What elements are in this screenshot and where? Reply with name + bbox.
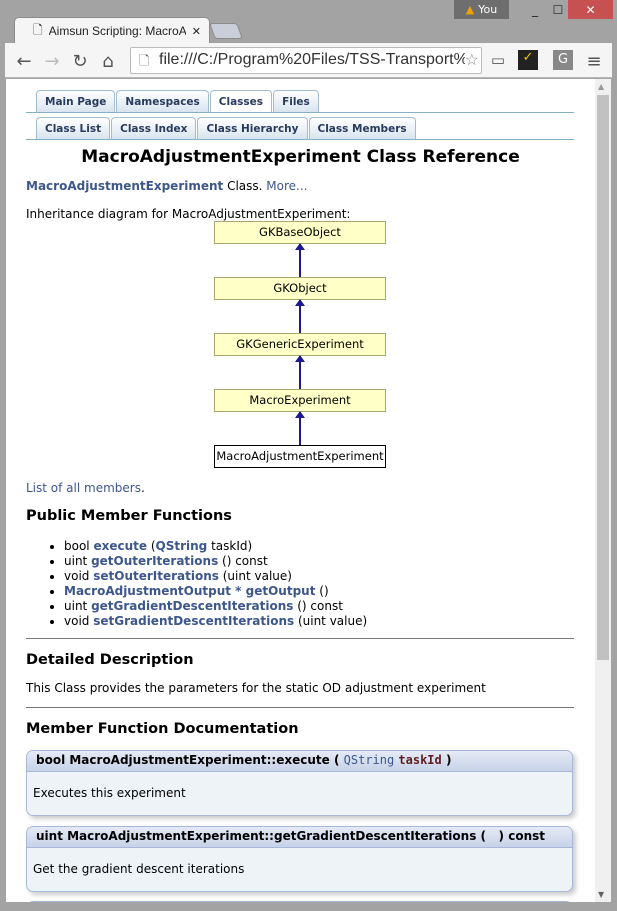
home-icon[interactable]: ⌂ bbox=[102, 51, 114, 72]
tab-files[interactable]: Files bbox=[273, 90, 319, 112]
tab-namespaces[interactable]: Namespaces bbox=[116, 90, 209, 112]
nav-tabs-classes: Class List Class Index Class Hierarchy C… bbox=[26, 117, 574, 140]
inheritance-arrow bbox=[295, 299, 305, 333]
inheritance-node[interactable]: MacroExperiment bbox=[214, 389, 386, 412]
page-icon: 🗋 bbox=[33, 22, 43, 37]
browser-tab[interactable]: 🗋Aimsun Scripting: MacroA✕ bbox=[14, 17, 210, 44]
member-doc bbox=[26, 901, 573, 902]
member-description: Get the gradient descent iterations bbox=[33, 862, 245, 876]
section-heading: Member Function Documentation bbox=[26, 721, 299, 737]
page-icon: 🗋 bbox=[139, 53, 150, 68]
browser-toolbar: ← → ↻ ⌂ 🗋file:///C:/Program%20Files/TSS-… bbox=[5, 43, 612, 78]
divider bbox=[26, 707, 574, 708]
new-tab-button[interactable] bbox=[209, 23, 243, 39]
page-title: MacroAdjustmentExperiment Class Referenc… bbox=[81, 147, 520, 167]
tab-classes[interactable]: Classes bbox=[209, 90, 273, 112]
type-link[interactable]: QString bbox=[155, 539, 208, 553]
list-members-link[interactable]: List of all members bbox=[26, 481, 141, 495]
scroll-up-icon[interactable]: ▲ bbox=[598, 82, 605, 91]
inheritance-node[interactable]: GKBaseObject bbox=[214, 221, 386, 244]
nav-tabs-main: Main Page Namespaces Classes Files bbox=[26, 90, 574, 113]
tab-class-list[interactable]: Class List bbox=[36, 117, 111, 139]
function-link[interactable]: getGradientDescentIterations bbox=[91, 599, 294, 613]
profile-button[interactable]: ▲You bbox=[454, 0, 509, 19]
divider bbox=[26, 638, 574, 639]
tab-class-hierarchy[interactable]: Class Hierarchy bbox=[197, 117, 308, 139]
member-description: Executes this experiment bbox=[33, 786, 186, 800]
scroll-down-icon[interactable]: ▼ bbox=[598, 890, 605, 899]
detailed-description: This Class provides the parameters for t… bbox=[26, 681, 486, 695]
close-window-button[interactable]: ✕ bbox=[568, 0, 613, 19]
cast-icon[interactable]: ▭ bbox=[490, 51, 506, 69]
list-item: uint getGradientDescentIterations () con… bbox=[64, 599, 367, 614]
inheritance-arrow bbox=[295, 411, 305, 445]
minimize-button[interactable]: _ bbox=[532, 2, 538, 17]
address-bar[interactable]: 🗋file:///C:/Program%20Files/TSS-Transpor… bbox=[130, 47, 482, 74]
extension-g-icon[interactable]: G bbox=[553, 50, 573, 70]
tab-close-icon[interactable]: ✕ bbox=[191, 25, 201, 38]
list-item: MacroAdjustmentOutput * getOutput () bbox=[64, 584, 367, 599]
section-heading: Detailed Description bbox=[26, 652, 194, 668]
star-icon[interactable]: ☆ bbox=[464, 50, 479, 70]
reload-icon[interactable]: ↻ bbox=[72, 51, 88, 72]
function-link[interactable]: MacroAdjustmentOutput * getOutput bbox=[64, 584, 316, 598]
list-item: bool execute (QString taskId) bbox=[64, 539, 367, 554]
brief-description: MacroAdjustmentExperiment Class. More... bbox=[26, 179, 308, 193]
scrollbar-thumb[interactable] bbox=[597, 95, 609, 660]
warning-icon: ▲ bbox=[465, 3, 475, 16]
member-list: bool execute (QString taskId) uint getOu… bbox=[50, 539, 367, 629]
tab-class-members[interactable]: Class Members bbox=[308, 117, 416, 139]
inheritance-node[interactable]: GKGenericExperiment bbox=[214, 333, 386, 356]
list-item: void setGradientDescentIterations (uint … bbox=[64, 614, 367, 629]
inheritance-label: Inheritance diagram for MacroAdjustmentE… bbox=[26, 207, 351, 221]
function-link[interactable]: setOuterIterations bbox=[93, 569, 219, 583]
member-doc: uint MacroAdjustmentExperiment::getGradi… bbox=[26, 826, 573, 892]
list-item: void setOuterIterations (uint value) bbox=[64, 569, 367, 584]
tab-class-index[interactable]: Class Index bbox=[111, 117, 197, 139]
back-icon[interactable]: ← bbox=[16, 51, 32, 72]
list-item: uint getOuterIterations () const bbox=[64, 554, 367, 569]
tab-main-page[interactable]: Main Page bbox=[36, 90, 116, 112]
function-link[interactable]: execute bbox=[93, 539, 148, 553]
extension-icon[interactable]: ✓ bbox=[518, 50, 538, 70]
inheritance-arrow bbox=[295, 243, 305, 277]
function-link[interactable]: setGradientDescentIterations bbox=[93, 614, 295, 628]
list-members: List of all members. bbox=[26, 481, 145, 495]
function-link[interactable]: getOuterIterations bbox=[91, 554, 219, 568]
scrollbar[interactable]: ▲ ▼ bbox=[595, 79, 611, 902]
more-link[interactable]: More... bbox=[266, 179, 308, 193]
member-signature: bool MacroAdjustmentExperiment::execute … bbox=[27, 751, 572, 772]
section-heading: Public Member Functions bbox=[26, 508, 232, 524]
member-signature: uint MacroAdjustmentExperiment::getGradi… bbox=[27, 827, 572, 848]
inheritance-arrow bbox=[295, 355, 305, 389]
inheritance-node[interactable]: GKObject bbox=[214, 277, 386, 300]
member-doc: bool MacroAdjustmentExperiment::execute … bbox=[26, 750, 573, 816]
maximize-button[interactable]: ☐ bbox=[552, 2, 564, 17]
class-link[interactable]: MacroAdjustmentExperiment bbox=[26, 179, 224, 193]
forward-icon[interactable]: → bbox=[44, 51, 60, 72]
menu-icon[interactable]: ≡ bbox=[586, 51, 602, 72]
inheritance-node-current: MacroAdjustmentExperiment bbox=[214, 445, 386, 468]
page-content: Main Page Namespaces Classes Files Class… bbox=[6, 79, 595, 902]
